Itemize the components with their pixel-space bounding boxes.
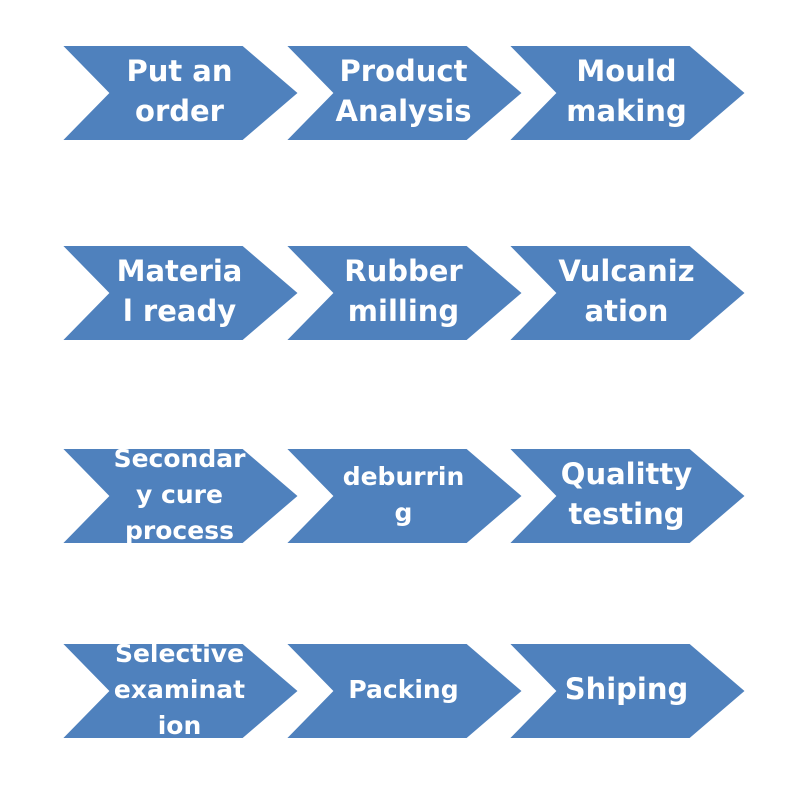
step-label-line: g xyxy=(395,498,413,527)
process-step: Mould making xyxy=(505,44,748,142)
step-label-line: examinat xyxy=(114,675,245,704)
chevron-arrow xyxy=(58,447,301,545)
process-step: Rubber milling xyxy=(282,244,525,342)
step-label-line: testing xyxy=(569,497,685,531)
process-step: Put an order xyxy=(58,44,301,142)
step-label-line: process xyxy=(125,516,234,545)
chevron-arrow xyxy=(505,44,748,142)
process-row-4: Selective examinat ion Packing Shiping xyxy=(58,639,748,740)
step-label-line: deburrin xyxy=(343,462,465,491)
chevron-arrow xyxy=(505,244,748,342)
step-label-line: Rubber xyxy=(344,254,463,288)
process-row-3: Secondar y cure process deburrin g Qualitty te… xyxy=(58,444,748,545)
chevron-arrow xyxy=(505,642,748,740)
step-label-line: making xyxy=(566,94,686,128)
chevron-arrow xyxy=(282,244,525,342)
step-label-line: Secondar xyxy=(114,444,247,473)
chevron-arrow xyxy=(58,244,301,342)
step-label-line: Analysis xyxy=(336,94,472,128)
step-label-line: order xyxy=(135,94,225,128)
step-label-line: Selective xyxy=(115,639,244,668)
step-label-line: Product xyxy=(340,54,468,88)
process-step: deburrin g xyxy=(282,447,525,545)
process-step: Selective examinat ion xyxy=(58,639,301,740)
chevron-arrow xyxy=(282,447,525,545)
step-label-line: Put an xyxy=(126,54,232,88)
chevron-arrow xyxy=(282,44,525,142)
step-label-line: Qualitty xyxy=(561,457,692,491)
step-label-line: l ready xyxy=(123,294,236,328)
step-label-line: Materia xyxy=(117,254,243,288)
process-step: Shiping xyxy=(505,642,748,740)
step-label-line: milling xyxy=(348,294,459,328)
step-label-line: Packing xyxy=(348,675,458,704)
step-label-line: ation xyxy=(585,294,669,328)
step-label-line: Vulcaniz xyxy=(558,254,694,288)
chevron-arrow xyxy=(58,642,301,740)
process-step: Secondar y cure process xyxy=(58,444,301,545)
step-label-line: Shiping xyxy=(565,672,689,706)
step-label-line: ion xyxy=(158,711,202,740)
chevron-arrow xyxy=(282,642,525,740)
step-label-line: y cure xyxy=(136,480,223,509)
process-step: Packing xyxy=(282,642,525,740)
step-label-line: Mould xyxy=(576,54,676,88)
process-row-2: Materia l ready Rubber milling Vulcaniz ation xyxy=(58,244,748,342)
process-step: Qualitty testing xyxy=(505,447,748,545)
chevron-arrow xyxy=(505,447,748,545)
chevron-arrow xyxy=(58,44,301,142)
process-step: Vulcaniz ation xyxy=(505,244,748,342)
process-step: Materia l ready xyxy=(58,244,301,342)
